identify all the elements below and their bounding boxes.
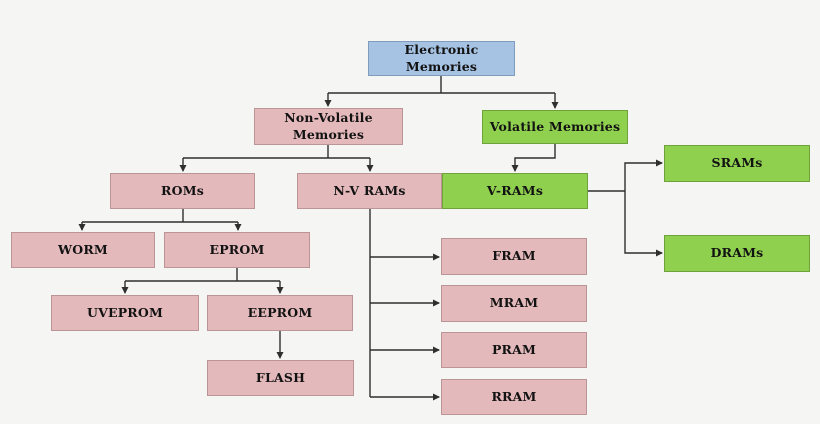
connector-line: [511, 144, 556, 172]
connector-line: [624, 159, 663, 191]
node-nv-rams: N-V RAMs: [297, 173, 442, 209]
node-uveprom: UVEPROM: [51, 295, 199, 331]
node-roms: ROMs: [110, 173, 255, 209]
node-fram: FRAM: [441, 238, 587, 275]
node-eeprom: EEPROM: [207, 295, 353, 331]
node-drams: DRAMs: [664, 235, 810, 272]
node-mram: MRAM: [441, 285, 587, 322]
node-non-volatile-memories: Non-Volatile Memories: [254, 108, 403, 145]
connector-line: [624, 191, 663, 257]
node-pram: PRAM: [441, 332, 587, 368]
node-volatile-memories: Volatile Memories: [482, 110, 628, 144]
node-worm: WORM: [11, 232, 155, 268]
node-electronic-memories: Electronic Memories: [368, 41, 515, 76]
node-flash: FLASH: [207, 360, 354, 396]
node-eprom: EPROM: [164, 232, 310, 268]
node-srams: SRAMs: [664, 145, 810, 182]
node-rram: RRAM: [441, 379, 587, 415]
node-v-rams: V-RAMs: [442, 173, 588, 209]
